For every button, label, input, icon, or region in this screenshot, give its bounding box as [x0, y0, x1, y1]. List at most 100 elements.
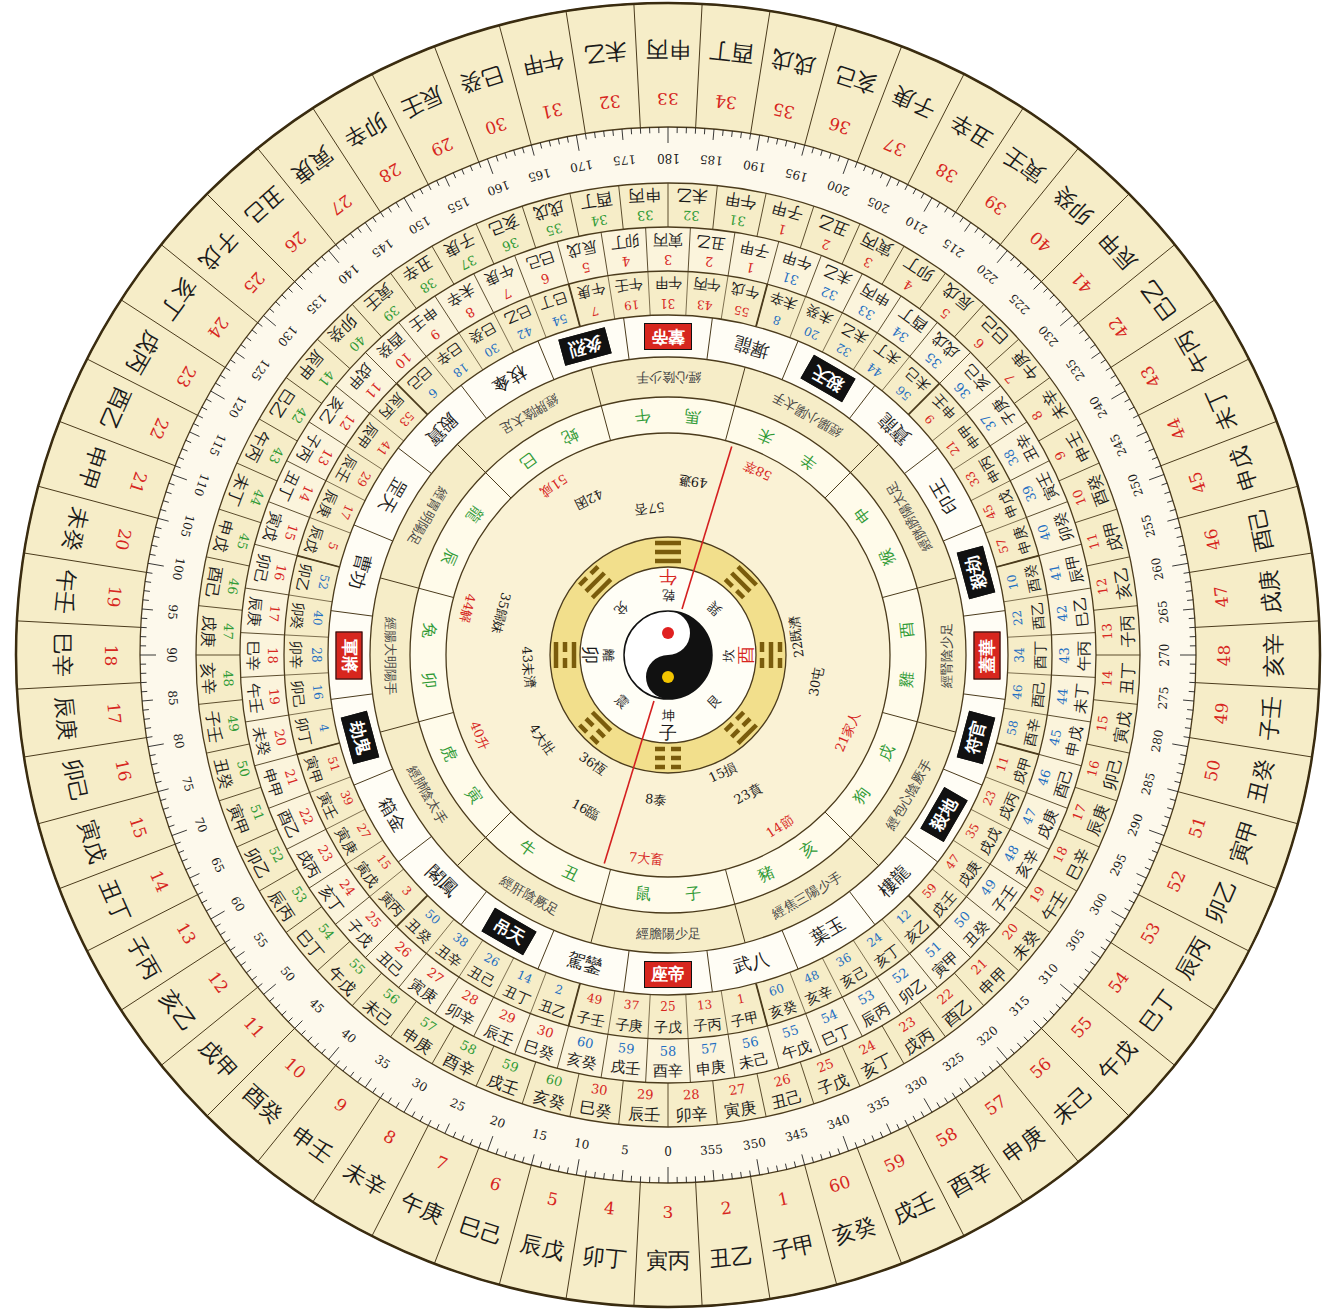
stem-branch-holder: 酉己	[1052, 767, 1076, 800]
degree-label: 220	[975, 262, 1000, 286]
degree-tick	[960, 217, 963, 222]
cycle-number-holder: 35	[771, 100, 796, 121]
cycle-number-holder: 19	[104, 585, 123, 608]
stem-branch-holder: 申戊	[996, 488, 1020, 519]
degree-label: 15	[530, 1127, 548, 1143]
star-box-text: 座帝	[651, 966, 685, 983]
zodiac-animal: 鼠	[634, 885, 652, 903]
zodiac-animal: 虎	[438, 742, 459, 763]
stem-branch: 丑乙	[696, 232, 727, 250]
stem-branch: 申甲	[74, 443, 109, 492]
degree-label: 55	[252, 930, 271, 949]
degree-tick	[1183, 700, 1194, 702]
cycle-number-holder: 27	[327, 191, 355, 217]
degree-tick	[166, 492, 172, 494]
stem-branch: 卯辛	[340, 110, 389, 151]
trigram-line	[586, 573, 604, 591]
degree-tick	[921, 193, 924, 198]
degree-label: 165	[527, 166, 552, 184]
cycle-number: 31	[728, 213, 746, 228]
stem-branch: 戌戊	[977, 825, 1003, 856]
cycle-number-holder: 28	[682, 1087, 699, 1101]
cycle-number: 48	[1216, 644, 1233, 666]
stem-branch-holder: 丑己	[239, 182, 286, 228]
degree-tick	[567, 1167, 568, 1173]
stem-branch: 酉丁	[708, 39, 754, 65]
degree-label-holder: 350	[742, 1137, 767, 1153]
cycle-number-holder: 1	[745, 260, 756, 274]
cell-divider	[721, 991, 728, 1034]
degree-tick	[358, 228, 362, 233]
cycle-number-holder: 59	[881, 1152, 908, 1176]
cycle-number: 5	[545, 1190, 559, 1209]
meridian-name: 經脾陰太足	[498, 392, 561, 436]
cell-divider	[696, 4, 702, 128]
cell-divider	[882, 578, 955, 598]
cycle-number-holder: 49	[226, 715, 241, 733]
stem-branch-holder: 未己	[738, 1051, 770, 1072]
cycle-number-holder: 49	[1212, 702, 1231, 725]
degree-tick	[802, 1154, 805, 1165]
degree-label: 45	[307, 997, 326, 1016]
stem-branch-holder: 卯己	[290, 679, 307, 708]
stem-branch: 卯癸	[1050, 182, 1097, 228]
cell-divider	[849, 891, 875, 924]
degree-tick	[704, 128, 705, 134]
stem-branch: 寅丙	[646, 1250, 690, 1272]
stem-branch: 午丙	[1077, 640, 1092, 670]
meridian-name-holder: 經脾陰太足	[498, 392, 561, 436]
stem-branch-holder: 亥辛	[199, 663, 217, 696]
cycle-number-holder: 18	[265, 647, 278, 664]
stem-branch-holder: 辰甲	[1095, 226, 1141, 273]
hexagram-name-holder: 22既濟	[787, 615, 806, 659]
cycle-number: 50	[423, 907, 442, 926]
ring-bands	[16, 3, 1320, 1307]
degree-tick	[785, 1164, 786, 1170]
cell-divider	[461, 385, 487, 418]
degree-tick	[1155, 466, 1161, 468]
cycle-number-holder: 58	[1005, 719, 1020, 736]
degree-tick	[649, 1177, 650, 1183]
star-box-text: 炎烈	[567, 334, 604, 359]
cycle-number: 44	[1165, 415, 1189, 442]
stem-branch: 巳丁	[538, 290, 569, 312]
star-name-holder: 寶龍	[874, 410, 912, 448]
star-name-holder: 墀龍	[731, 334, 770, 361]
cycle-number: 55	[1068, 1014, 1095, 1041]
stem-branch: 戌庚	[1257, 569, 1283, 615]
stem-branch: 申庚	[696, 1060, 727, 1078]
cycle-number-holder: 3	[664, 253, 672, 266]
degree-tick	[1185, 727, 1191, 729]
stem-branch: 卯丁	[294, 717, 314, 747]
cycle-number: 56	[741, 1034, 760, 1050]
degree-tick	[585, 134, 587, 140]
cycle-number: 42	[515, 325, 534, 342]
cycle-number-holder: 37	[458, 253, 479, 272]
stem-branch-holder: 辰戊	[518, 1232, 566, 1263]
cycle-number-holder: 32	[598, 91, 621, 110]
trigram-line	[737, 712, 744, 719]
stem-branch: 子庚	[890, 82, 939, 120]
cycle-number-holder: 23	[173, 363, 199, 390]
degree-tick	[288, 1018, 292, 1022]
degree-label-holder: 355	[699, 1143, 723, 1157]
cycle-number: 15	[1095, 715, 1110, 733]
cycle-number: 20	[1000, 921, 1021, 942]
cell-divider	[1051, 675, 1095, 677]
cycle-number: 60	[768, 982, 786, 998]
cycle-number: 8	[463, 304, 477, 319]
degree-tick	[211, 911, 225, 919]
trigram-line	[671, 747, 681, 752]
degree-label-holder: 290	[1125, 812, 1144, 838]
stem-branch: 子丙	[1120, 614, 1138, 647]
degree-tick	[206, 908, 211, 911]
cycle-number-holder: 22	[297, 806, 316, 826]
trigram-line	[655, 550, 681, 555]
center-label-holder: 兌	[612, 599, 630, 617]
degree-tick	[163, 808, 169, 810]
cycle-number-holder: 46	[226, 577, 241, 595]
hexagram-name-holder: 23賁	[732, 781, 764, 807]
cycle-number-holder: 54	[819, 1007, 839, 1026]
cycle-number: 40	[346, 333, 367, 354]
stem-branch-holder: 亥辛	[1263, 633, 1285, 677]
